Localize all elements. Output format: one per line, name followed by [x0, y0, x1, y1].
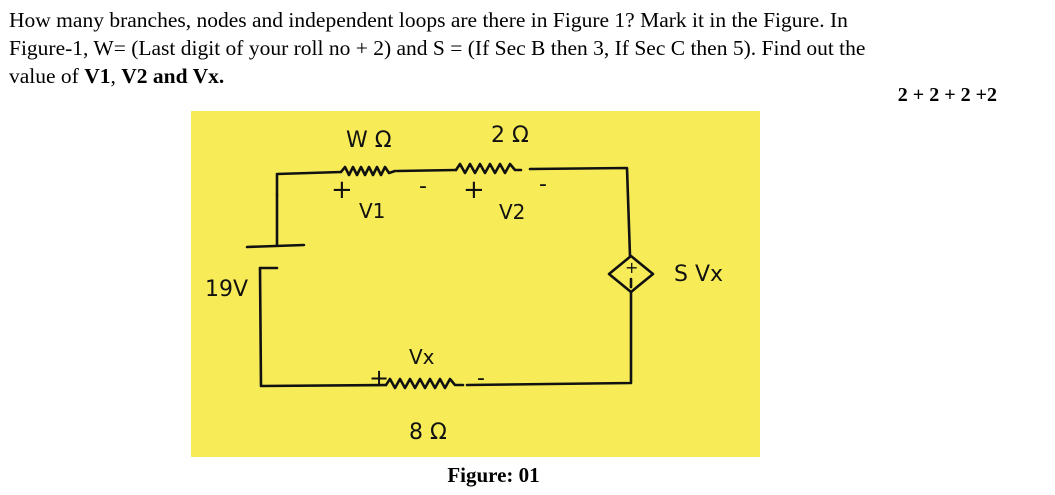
resistor-8ohm [384, 377, 465, 390]
figure-caption: Figure: 01 [0, 463, 1055, 488]
dependent-source-diamond [607, 254, 655, 294]
v1-sub: 1 [99, 64, 111, 88]
top-wire [275, 166, 632, 258]
separator-2: and [147, 64, 193, 88]
vx-label: V [192, 64, 209, 88]
label-minus-vx: - [477, 366, 485, 391]
question-text: How many branches, nodes and independent… [9, 6, 1049, 90]
line3-end: . [218, 64, 225, 88]
v1-label: V [84, 64, 100, 88]
label-plus-vx: + [369, 364, 389, 392]
left-wire-bottom [258, 266, 388, 388]
figure-background [191, 111, 760, 457]
question-line-1: How many branches, nodes and independent… [9, 8, 848, 32]
resistor-2ohm [454, 162, 523, 175]
question-line-2: Figure-1, W= (Last digit of your roll no… [9, 36, 866, 60]
label-minus-v1: - [419, 174, 427, 199]
circuit-figure: W Ω 2 Ω + - V1 + - V2 19V S Vx + Vx + - … [191, 111, 760, 457]
label-r3: 8 Ω [409, 420, 447, 445]
bottom-wire [465, 290, 633, 387]
label-r1: W Ω [346, 128, 392, 153]
label-r2: 2 Ω [491, 123, 529, 148]
label-v1: V1 [359, 199, 385, 223]
label-minus-v2: - [539, 172, 547, 197]
v2-label: V [121, 64, 137, 88]
separator-1: , [110, 64, 122, 88]
label-source: 19V [205, 277, 248, 302]
question-line-3: value of V1, V2 and Vx. [9, 62, 1049, 90]
figure-caption-text: Figure: 01 [447, 463, 540, 487]
v2-sub: 2 [136, 64, 148, 88]
resistor-w [339, 165, 397, 177]
line3-prefix: value of [9, 64, 85, 88]
battery-long-plate [245, 243, 306, 249]
marks-label: 2 + 2 + 2 +2 [897, 84, 997, 106]
label-vx: Vx [409, 345, 435, 369]
vx-sub: x [208, 64, 219, 88]
label-v2: V2 [499, 200, 525, 224]
label-plus-v1: + [331, 175, 353, 205]
label-plus-v2: + [463, 175, 485, 205]
label-dep-plus: + [625, 258, 638, 277]
label-dep-source: S Vx [674, 262, 723, 287]
